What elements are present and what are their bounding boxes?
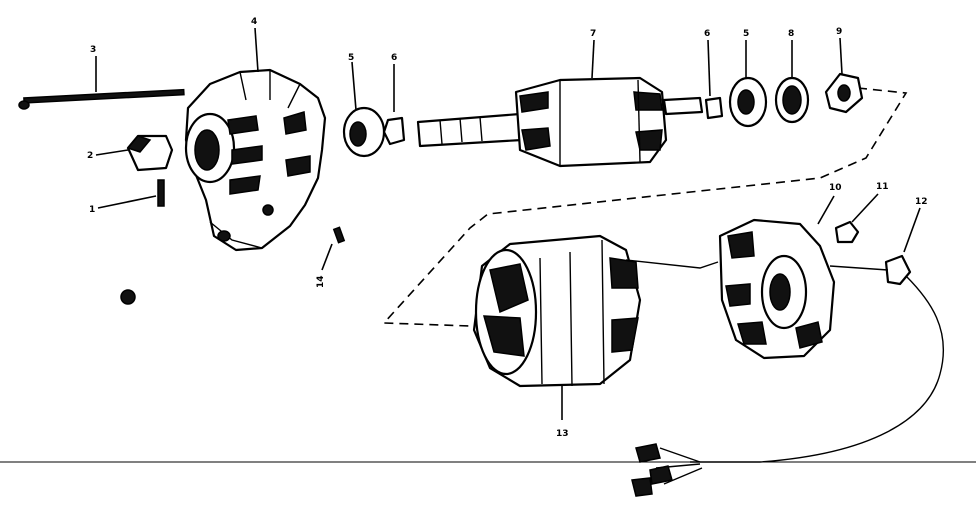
screw-part-14 [332,226,346,244]
bearing-part-5-left [342,106,386,158]
screw-part-1 [157,179,165,207]
alignment-guide [382,87,908,327]
loose-nut [120,289,136,305]
end-frame-part-10 [718,218,836,360]
callout-14: 14 [316,275,326,288]
callout-7: 7 [590,29,596,39]
callout-9: 9 [836,27,842,37]
callout-5-right: 5 [743,29,749,39]
callout-3: 3 [90,45,96,55]
callout-6-right: 6 [704,29,710,39]
rotor-part-7 [416,76,704,168]
leader-lines [95,27,921,420]
grommet-part-12 [884,254,912,286]
callout-10: 10 [829,183,842,193]
collar-part-8 [774,76,810,124]
stator-lead-wire [625,259,719,269]
snap-ring-part-6-right [704,96,724,120]
retainer-part-9 [824,72,864,114]
callout-2: 2 [87,151,93,161]
stator-part-13 [472,234,642,388]
callout-13: 13 [556,429,569,439]
callout-12: 12 [915,197,928,207]
snap-ring-part-6-left [382,116,406,146]
terminal-connectors [631,443,673,497]
nut-part-2 [126,134,174,172]
wiring-harness [690,265,945,463]
callout-11: 11 [876,182,889,192]
nut-part-11 [834,220,860,244]
callout-5-left: 5 [348,53,354,63]
callout-1: 1 [89,205,95,215]
through-bolt-part-3 [18,88,185,110]
bearing-part-5-right [728,76,768,128]
callout-4: 4 [251,17,257,27]
callout-8: 8 [788,29,794,39]
end-housing-part-4 [184,68,327,252]
callout-6-left: 6 [391,53,397,63]
